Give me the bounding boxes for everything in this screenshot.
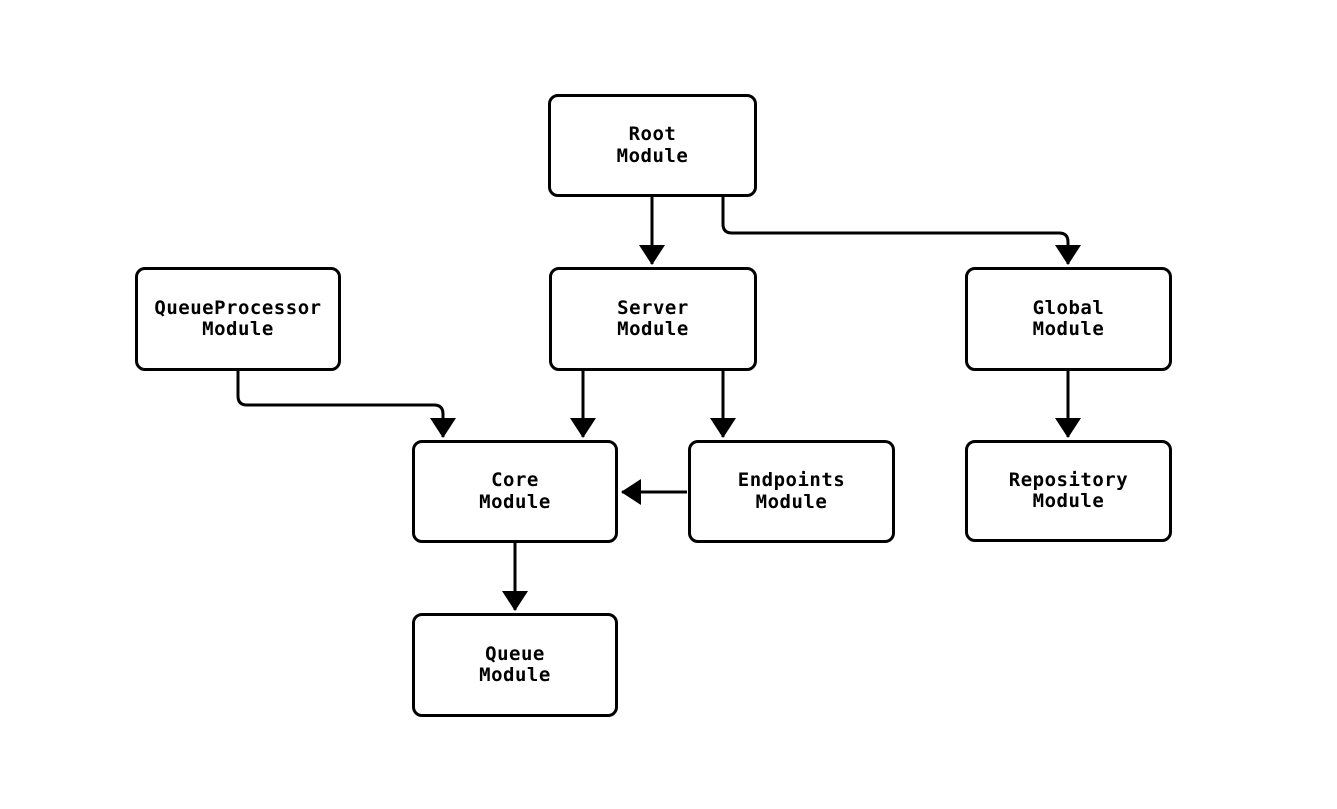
edge-queueprocessor-to-core [236, 371, 456, 438]
node-label-line: Module [616, 144, 689, 167]
node-label-line: QueueProcessor [154, 296, 322, 319]
node-label-line: Core [491, 469, 539, 491]
edge-root-to-global [721, 197, 1081, 265]
node-label-line: Module [479, 490, 551, 513]
node-label-line: Server [617, 296, 689, 319]
node-label-line: Module [1032, 490, 1105, 512]
node-label-line: Module [479, 664, 551, 686]
node-label-line: Repository [1008, 468, 1129, 491]
node-label-line: Root [628, 123, 677, 145]
node-label-line: Module [617, 318, 689, 340]
node-label-line: Queue [485, 642, 545, 665]
node-label-line: Global [1032, 296, 1105, 319]
node-label-line: Module [202, 318, 274, 340]
node-label-line: Endpoints [737, 469, 846, 491]
node-label-line: Module [755, 490, 828, 513]
node-label-line: Module [1032, 318, 1105, 340]
